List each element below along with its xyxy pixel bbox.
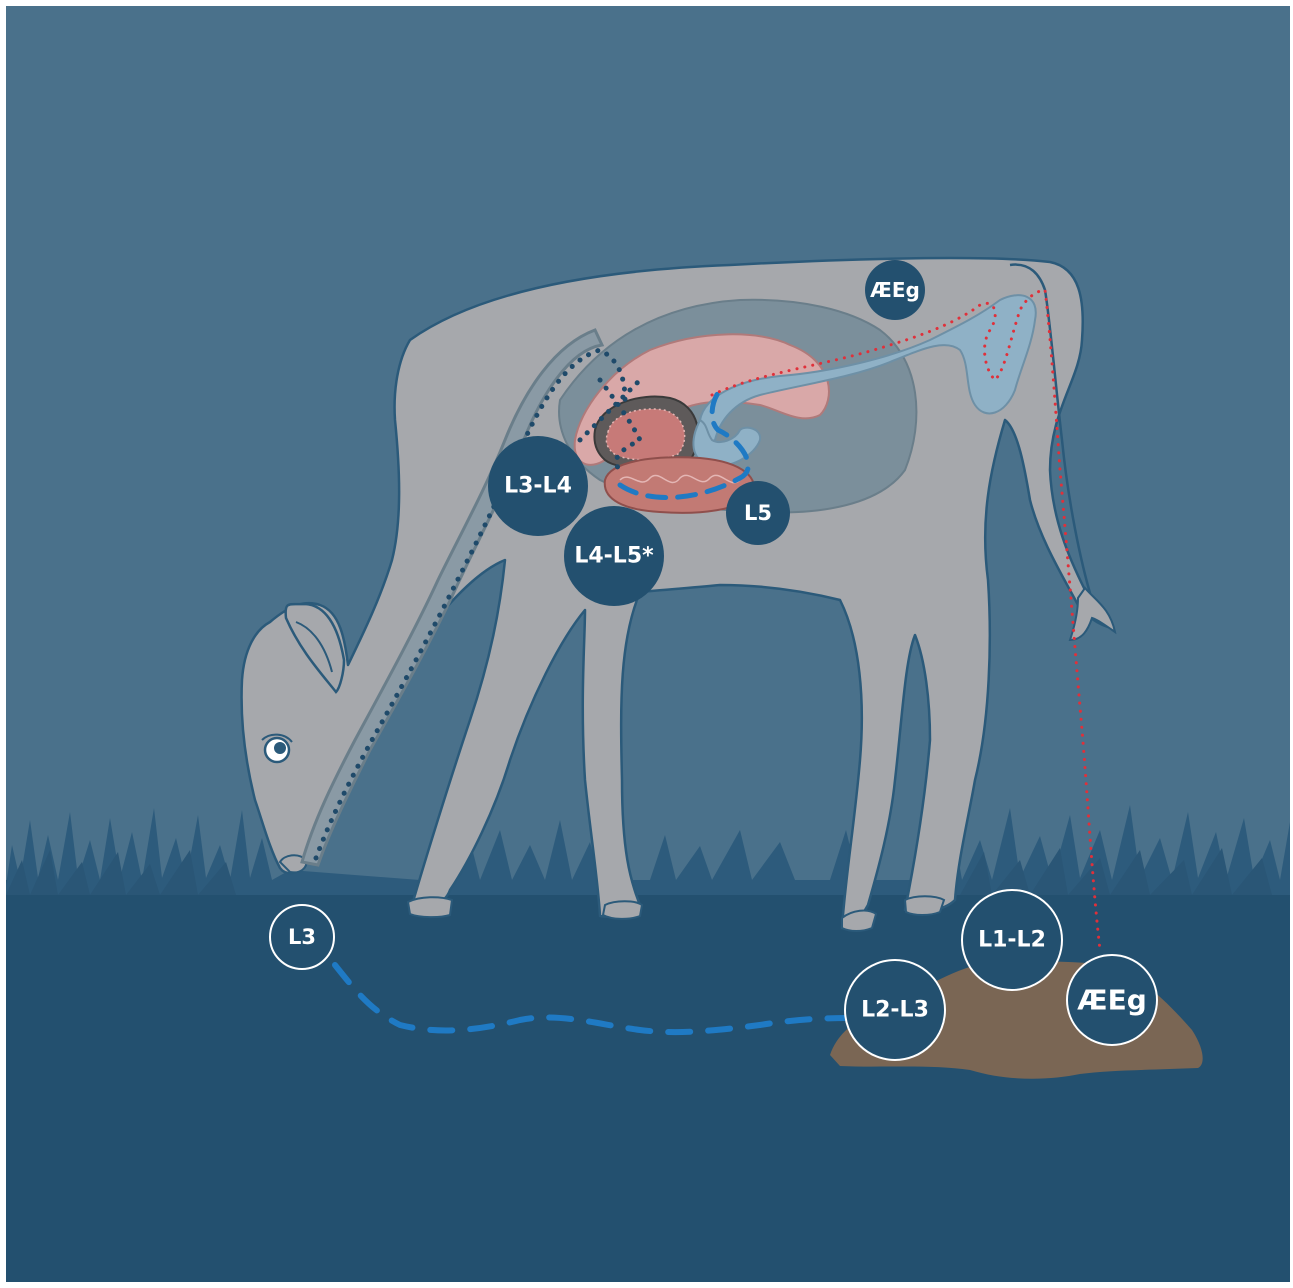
badge-l3-l4-label: L3-L4	[504, 474, 572, 499]
badge-l3-pasture-label: L3	[288, 925, 316, 949]
badge-l2-l3-label: L2-L3	[861, 998, 929, 1023]
badge-l4-l5: L4-L5*	[564, 506, 664, 606]
badge-aeg-feces-label: ÆEg	[1077, 984, 1147, 1017]
badge-l5: L5	[726, 481, 790, 545]
badge-aeg-host: ÆEg	[865, 260, 925, 320]
calf-pupil	[274, 742, 286, 754]
badge-l5-label: L5	[744, 501, 772, 525]
hoof-hind-right	[905, 896, 944, 915]
hoof-front-left	[408, 897, 452, 917]
badge-l3-l4: L3-L4	[488, 436, 588, 536]
hoof-hind-left	[842, 911, 876, 931]
badge-l4-l5-label: L4-L5*	[574, 544, 654, 569]
hoof-front-right	[603, 901, 642, 919]
badge-l2-l3: L2-L3	[845, 960, 945, 1060]
badge-aeg-feces: ÆEg	[1067, 955, 1157, 1045]
badge-aeg-host-label: ÆEg	[870, 278, 920, 302]
badge-l3-pasture: L3	[270, 905, 334, 969]
badge-l1-l2-label: L1-L2	[978, 928, 1046, 953]
ground	[6, 880, 1290, 1282]
badge-l1-l2: L1-L2	[962, 890, 1062, 990]
